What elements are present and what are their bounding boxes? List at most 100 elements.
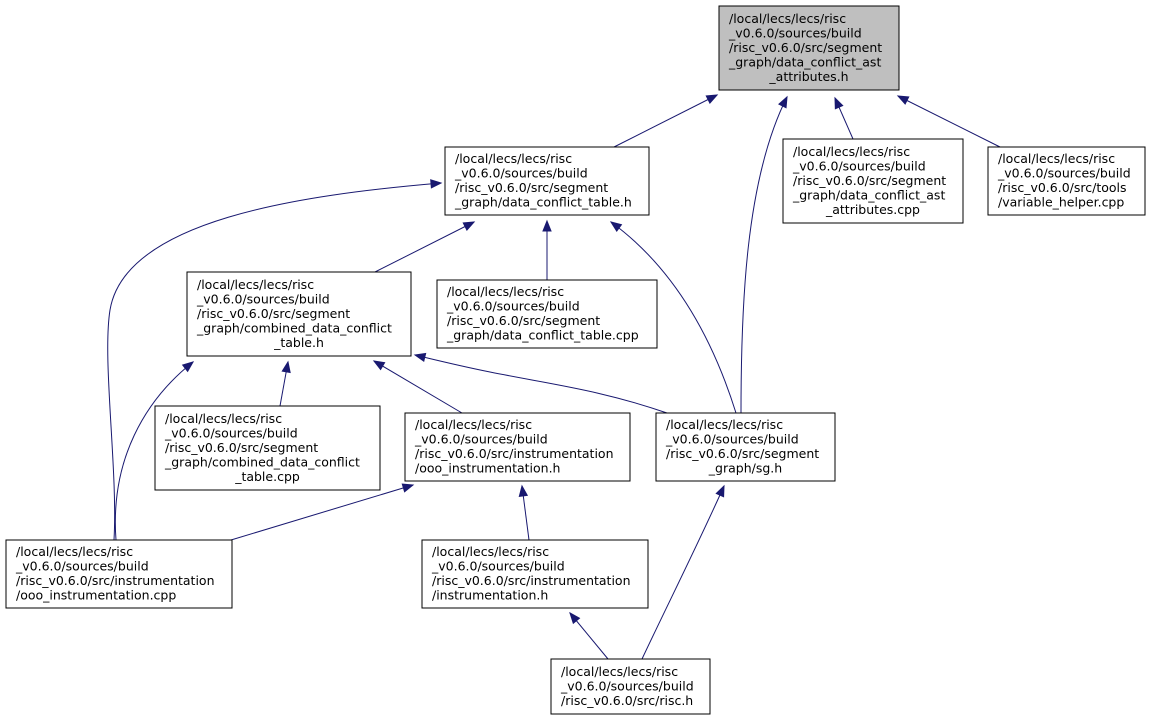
arrow-head-icon — [715, 484, 725, 498]
file-path-line: /local/lecs/lecs/risc — [432, 544, 549, 559]
edge-ooo_instr_cpp-to-ooo_instr_h — [230, 483, 415, 541]
file-path-line: /risc_v0.6.0/src/instrumentation — [432, 573, 631, 588]
edge-line — [230, 484, 414, 541]
file-node-ooo-instr-cpp[interactable]: /local/lecs/lecs/risc_v0.6.0/sources/bui… — [5, 539, 233, 609]
file-path-line: /ooo_instrumentation.cpp — [16, 588, 176, 603]
file-node-combined-cpp[interactable]: /local/lecs/lecs/risc_v0.6.0/sources/bui… — [154, 405, 381, 491]
file-path-line: _graph/data_conflict_ast — [792, 187, 945, 202]
file-path-line: /risc_v0.6.0/src/segment — [455, 180, 608, 195]
file-node-data-conflict-table-h[interactable]: /local/lecs/lecs/risc_v0.6.0/sources/bui… — [444, 146, 650, 216]
arrow-head-icon — [430, 179, 443, 189]
file-path-line: _graph/data_conflict_ast — [728, 54, 881, 69]
file-path-line: /risc_v0.6.0/src/segment — [729, 40, 882, 55]
edge-ooo_instr_cpp-to-combined_h — [114, 361, 195, 541]
file-path-line: _graph/data_conflict_table.cpp — [446, 328, 639, 343]
file-node-data-conflict-ast-cpp[interactable]: /local/lecs/lecs/risc_v0.6.0/sources/bui… — [782, 138, 964, 224]
arrow-head-icon — [281, 360, 291, 374]
file-node-box — [421, 539, 649, 609]
edge-line — [114, 361, 194, 541]
file-node-instr-h[interactable]: /local/lecs/lecs/risc_v0.6.0/sources/bui… — [421, 539, 649, 609]
file-path-line: /risc_v0.6.0/src/tools — [998, 180, 1127, 195]
file-path-line: /local/lecs/lecs/risc — [165, 411, 282, 426]
file-node-combined-h[interactable]: /local/lecs/lecs/risc_v0.6.0/sources/bui… — [186, 271, 412, 357]
edges-layer — [107, 94, 1001, 660]
edge-sg_h-to-data_conflict_ast_h — [740, 95, 788, 414]
edge-risc_h-to-instr_h — [569, 611, 609, 660]
file-node-box — [718, 5, 900, 91]
arrow-head-icon — [834, 96, 844, 110]
arrow-head-icon — [569, 611, 581, 625]
file-path-line: /local/lecs/lecs/risc — [447, 284, 564, 299]
nodes-layer: /local/lecs/lecs/risc_v0.6.0/sources/bui… — [5, 5, 1146, 715]
file-node-ooo-instr-h[interactable]: /local/lecs/lecs/risc_v0.6.0/sources/bui… — [404, 412, 631, 482]
file-path-line: _graph/sg.h — [708, 461, 782, 476]
arrow-head-icon — [542, 219, 552, 232]
file-node-box — [154, 405, 381, 491]
file-path-line: /risc_v0.6.0/src/instrumentation — [16, 573, 215, 588]
edge-line — [641, 485, 725, 660]
file-path-line: /local/lecs/lecs/risc — [666, 417, 783, 432]
file-path-line: _graph/data_conflict_table.h — [454, 195, 632, 210]
arrow-head-icon — [705, 94, 719, 104]
file-path-line: _graph/combined_data_conflict — [196, 320, 392, 335]
file-path-line: _v0.6.0/sources/build — [164, 425, 298, 440]
edge-sg_h-to-combined_h — [413, 352, 668, 414]
edge-instr_h-to-ooo_instr_h — [518, 484, 530, 541]
file-node-box — [436, 279, 658, 349]
edge-data_conflict_ast_cpp-to-data_conflict_ast_h — [834, 96, 854, 140]
file-node-data-conflict-table-cpp[interactable]: /local/lecs/lecs/risc_v0.6.0/sources/bui… — [436, 279, 658, 349]
file-path-line: _graph/combined_data_conflict — [164, 454, 360, 469]
edge-data_conflict_table_h-to-data_conflict_ast_h — [613, 94, 719, 148]
arrow-head-icon — [896, 95, 910, 105]
arrow-head-icon — [462, 221, 476, 231]
file-path-line: /instrumentation.h — [432, 588, 548, 603]
file-path-line: /risc_v0.6.0/src/segment — [793, 173, 946, 188]
file-path-line: /risc_v0.6.0/src/segment — [165, 440, 318, 455]
file-path-line: /risc_v0.6.0/src/instrumentation — [415, 446, 614, 461]
edge-variable_helper_cpp-to-data_conflict_ast_h — [896, 95, 1001, 148]
edge-line — [374, 221, 475, 273]
file-node-box — [444, 146, 650, 216]
file-node-sg-h[interactable]: /local/lecs/lecs/risc_v0.6.0/sources/bui… — [655, 412, 836, 482]
file-path-line: _v0.6.0/sources/build — [414, 432, 548, 447]
file-path-line: _v0.6.0/sources/build — [560, 678, 694, 693]
file-path-line: _attributes.h — [768, 69, 848, 84]
file-node-risc-h[interactable]: /local/lecs/lecs/risc_v0.6.0/sources/bui… — [550, 658, 711, 715]
edge-combined_cpp-to-combined_h — [279, 360, 291, 407]
file-path-line: _v0.6.0/sources/build — [196, 291, 330, 306]
file-path-line: /local/lecs/lecs/risc — [561, 664, 678, 679]
file-path-line: _v0.6.0/sources/build — [15, 559, 149, 574]
file-path-line: /variable_helper.cpp — [998, 195, 1124, 210]
file-node-box — [186, 271, 412, 357]
file-path-line: _v0.6.0/sources/build — [665, 432, 799, 447]
file-node-box — [987, 146, 1146, 216]
edge-line — [740, 96, 788, 414]
file-path-line: _v0.6.0/sources/build — [728, 25, 862, 40]
edge-sg_h-to-data_conflict_table_h — [609, 221, 737, 414]
arrow-head-icon — [518, 484, 529, 498]
arrow-head-icon — [181, 361, 195, 373]
file-node-box — [550, 658, 711, 715]
arrow-head-icon — [401, 483, 415, 493]
edge-line — [897, 95, 1001, 148]
file-path-line: /local/lecs/lecs/risc — [998, 151, 1115, 166]
file-path-line: _attributes.cpp — [825, 202, 920, 217]
file-node-box — [655, 412, 836, 482]
arrow-head-icon — [413, 352, 427, 363]
edge-ooo_instr_h-to-combined_h — [372, 360, 463, 414]
file-path-line: /risc_v0.6.0/src/segment — [197, 306, 350, 321]
file-path-line: _v0.6.0/sources/build — [997, 166, 1131, 181]
file-path-line: _v0.6.0/sources/build — [431, 559, 565, 574]
file-node-data-conflict-ast-h[interactable]: /local/lecs/lecs/risc_v0.6.0/sources/bui… — [718, 5, 900, 91]
edge-combined_h-to-data_conflict_table_h — [374, 221, 476, 273]
file-node-variable-helper-cpp[interactable]: /local/lecs/lecs/risc_v0.6.0/sources/bui… — [987, 146, 1146, 216]
arrow-head-icon — [372, 360, 386, 371]
file-path-line: /local/lecs/lecs/risc — [793, 144, 910, 159]
edge-line — [414, 354, 668, 414]
file-path-line: _v0.6.0/sources/build — [446, 299, 580, 314]
file-node-box — [782, 138, 964, 224]
file-path-line: _v0.6.0/sources/build — [454, 166, 588, 181]
arrow-head-icon — [778, 95, 788, 109]
edge-line — [613, 94, 718, 148]
